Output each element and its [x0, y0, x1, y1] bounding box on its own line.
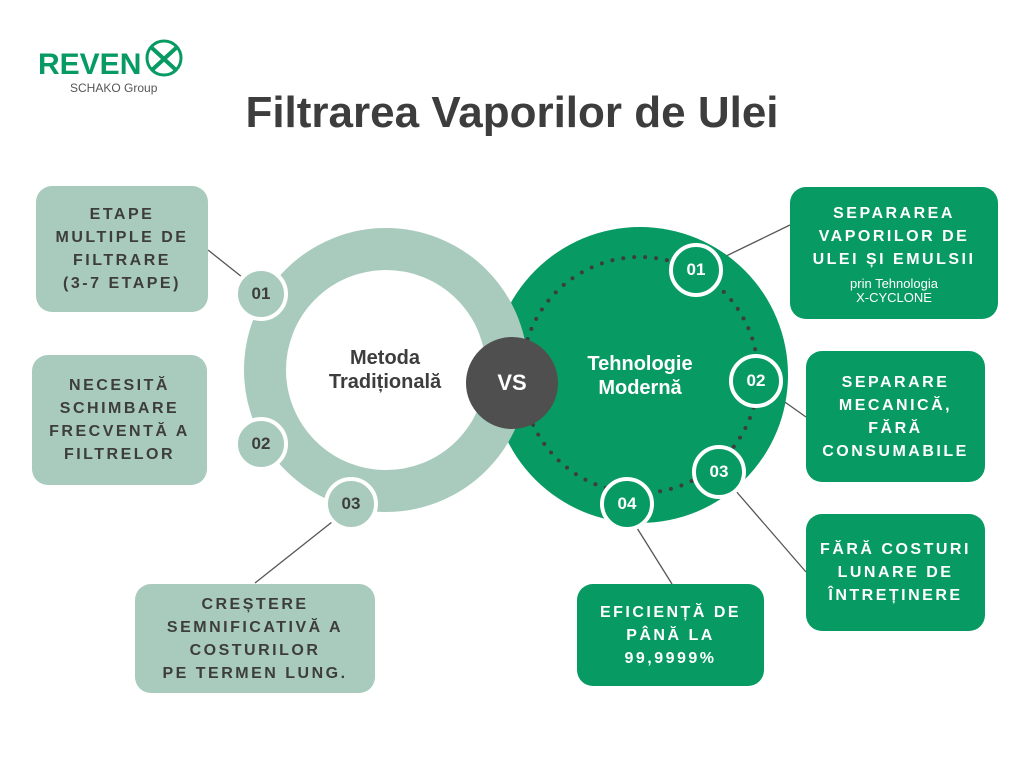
left-badge-03: 03 — [324, 477, 378, 531]
right-badge-03: 03 — [692, 445, 746, 499]
svg-text:REVEN: REVEN — [38, 48, 141, 81]
left-badge-01: 01 — [234, 267, 288, 321]
svg-text:SCHAKO Group: SCHAKO Group — [70, 81, 158, 95]
right-badge-01: 01 — [669, 243, 723, 297]
right-badge-04: 04 — [600, 477, 654, 531]
reven-logo-icon: REVEN SCHAKO Group — [38, 39, 183, 95]
vs-badge: VS — [466, 337, 558, 429]
page-title: Filtrarea Vaporilor de Ulei — [245, 88, 779, 137]
right-badge-02: 02 — [729, 354, 783, 408]
logo: REVEN SCHAKO Group — [36, 36, 186, 96]
left-badge-02: 02 — [234, 417, 288, 471]
connector-lines — [207, 224, 807, 585]
